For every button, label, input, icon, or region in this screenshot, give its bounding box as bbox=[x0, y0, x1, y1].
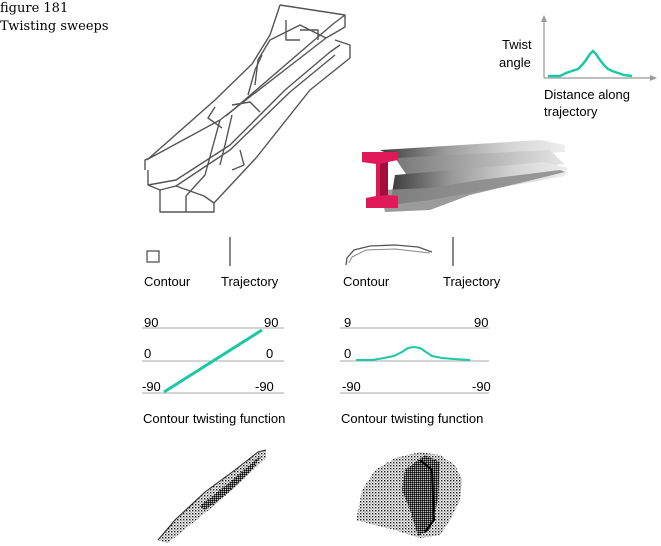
right-graph-mid-left: 0 bbox=[344, 346, 352, 361]
figure-title: Twisting sweeps bbox=[0, 19, 109, 34]
twist-x-label-2: trajectory bbox=[544, 104, 598, 119]
left-graph-top-left: 90 bbox=[144, 315, 159, 330]
shaded-twisted-beam bbox=[362, 140, 568, 212]
left-graph-mid-left: 0 bbox=[144, 346, 152, 361]
right-graph-top-right: 90 bbox=[474, 315, 489, 330]
linear-twist-line bbox=[163, 328, 263, 394]
right-trajectory-label: Trajectory bbox=[443, 274, 501, 289]
twist-y-label-2: angle bbox=[499, 55, 531, 70]
left-graph-bottom-left: -90 bbox=[142, 379, 161, 394]
right-contour-label: Contour bbox=[343, 274, 390, 289]
left-graph-mid-right: 0 bbox=[266, 346, 274, 361]
right-graph-bottom-left: -90 bbox=[342, 379, 361, 394]
right-twisting-graph bbox=[340, 327, 489, 394]
bump-twist-curve bbox=[356, 345, 471, 361]
y-axis-arrow-icon bbox=[541, 15, 547, 22]
figure-number: figure 181 bbox=[0, 1, 69, 16]
left-graph-top-right: 90 bbox=[264, 315, 279, 330]
square-contour-icon bbox=[146, 250, 160, 263]
wireframe-twisted-beam bbox=[144, 4, 351, 213]
right-graph-top-left: 9 bbox=[344, 315, 352, 330]
left-twisting-graph bbox=[142, 327, 284, 394]
stippled-twisted-beam bbox=[356, 452, 462, 538]
left-trajectory-label: Trajectory bbox=[221, 274, 279, 289]
x-axis-arrow-icon bbox=[650, 75, 657, 81]
left-graph-bottom-right: -90 bbox=[255, 379, 274, 394]
twist-y-label-1: Twist bbox=[502, 37, 532, 52]
twist-x-label-1: Distance along bbox=[544, 87, 630, 102]
left-function-label: Contour twisting function bbox=[143, 411, 286, 426]
stippled-twisted-bar bbox=[157, 449, 267, 543]
curved-contour-icon bbox=[345, 244, 433, 266]
twist-angle-graph bbox=[541, 15, 657, 81]
twist-curve bbox=[548, 49, 633, 78]
left-contour-label: Contour bbox=[144, 274, 191, 289]
right-graph-bottom-right: -90 bbox=[472, 379, 491, 394]
right-function-label: Contour twisting function bbox=[341, 411, 484, 426]
